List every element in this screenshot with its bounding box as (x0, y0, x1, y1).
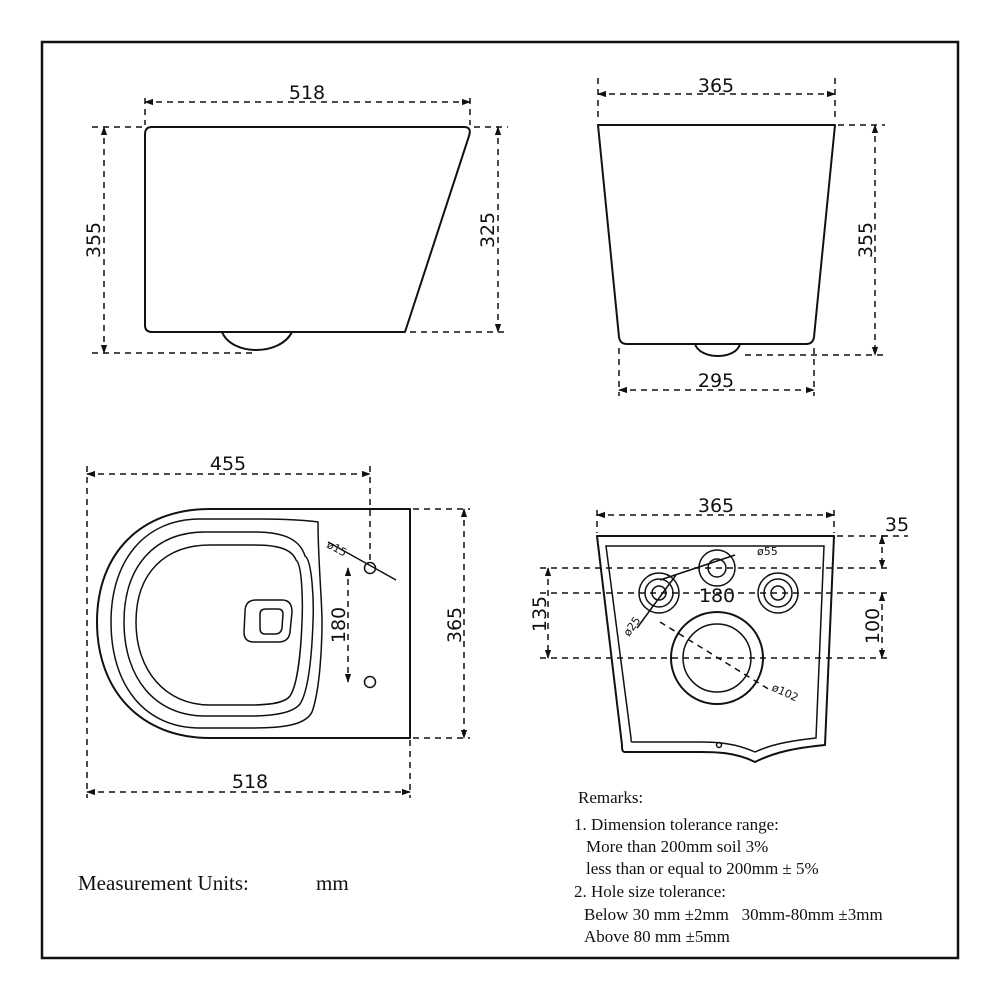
remarks-line-5: Below 30 mm ±2mm 30mm-80mm ±3mm (584, 905, 883, 924)
rear-side-hole-spacing-label: 180 (699, 585, 735, 607)
remarks-line-3: less than or equal to 200mm ± 5% (586, 859, 819, 878)
rear-100-label: 100 (862, 608, 884, 644)
rear-upper-hole-diameter-label: ø55 (757, 545, 778, 558)
back-view: 365 355 295 (597, 75, 885, 396)
remarks-title: Remarks: (578, 788, 643, 807)
rear-view: ø55 ø25 ø102 180 365 35 135 100 (529, 495, 909, 763)
back-view-body (597, 124, 836, 345)
rear-outlet-diameter-label: ø102 (770, 681, 801, 705)
back-bottom-width-label: 295 (698, 370, 734, 392)
remarks-line-1: 1. Dimension tolerance range: (574, 815, 779, 834)
top-width-label: 365 (444, 607, 466, 643)
top-hole-spacing-label: 180 (328, 607, 350, 643)
remarks-line-2: More than 200mm soil 3% (586, 837, 768, 856)
top-view-hole-lower (363, 675, 377, 689)
rear-top-offset-label: 35 (885, 514, 909, 536)
top-view: ø15 455 180 365 518 (86, 453, 470, 798)
top-view-bowl-inner (135, 544, 304, 706)
top-depth-label: 455 (210, 453, 246, 475)
top-view-rim (110, 518, 323, 729)
side-height-front-label: 325 (477, 212, 499, 248)
top-length-label: 518 (232, 771, 268, 793)
top-view-outer (96, 508, 411, 739)
rear-side-hole-diameter-label: ø25 (621, 614, 644, 638)
side-view: 518 355 325 (83, 82, 508, 354)
remarks-line-4: 2. Hole size tolerance: (574, 882, 726, 901)
top-hole-diameter-label: ø15 (325, 538, 349, 559)
side-view-body (144, 126, 471, 333)
side-width-label: 518 (289, 82, 325, 104)
back-height-label: 355 (855, 222, 877, 258)
rear-135-label: 135 (529, 596, 551, 632)
side-height-total-label: 355 (83, 222, 105, 258)
top-view-bowl-outer (123, 531, 314, 717)
rear-view-inner (605, 545, 825, 753)
rear-view-outer (596, 535, 835, 763)
units-value: mm (316, 871, 349, 895)
top-view-drain (243, 599, 293, 643)
side-view-outlet (221, 331, 293, 351)
rear-width-label: 365 (698, 495, 734, 517)
remarks-line-6: Above 80 mm ±5mm (584, 927, 730, 946)
remarks-block: Remarks: 1. Dimension tolerance range: M… (574, 788, 883, 946)
back-top-width-label: 365 (698, 75, 734, 97)
drawing-frame (40, 40, 960, 960)
units-label: Measurement Units: (78, 871, 249, 895)
back-view-outlet (694, 343, 741, 357)
